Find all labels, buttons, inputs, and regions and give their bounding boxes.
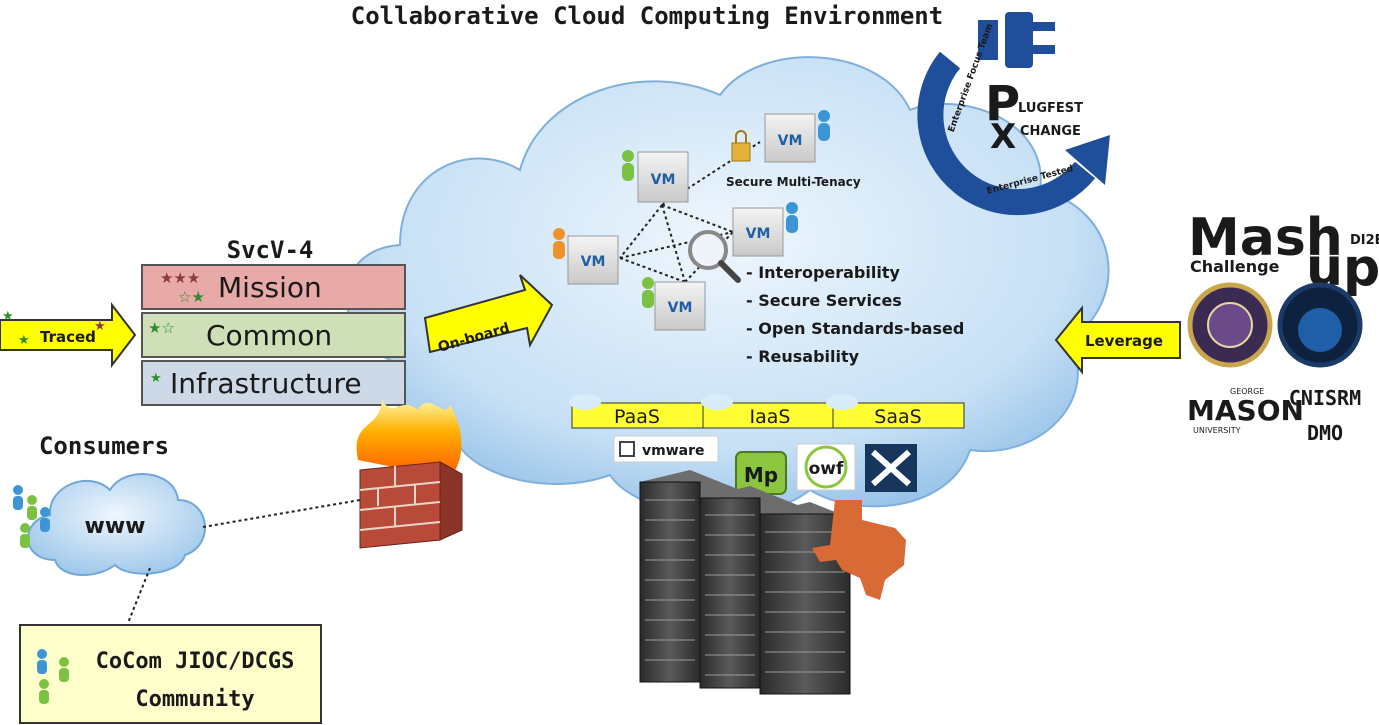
dcgs-seal-icon bbox=[1187, 282, 1273, 368]
feature-item: - Open Standards-based bbox=[746, 319, 964, 338]
magnifier-icon bbox=[688, 230, 741, 283]
vm-node: VM bbox=[622, 150, 689, 203]
svg-text:VM: VM bbox=[746, 226, 771, 242]
svg-text:vmware: vmware bbox=[642, 443, 705, 459]
svg-text:VM: VM bbox=[581, 254, 606, 270]
plugfest-line2: CHANGE bbox=[1020, 124, 1081, 139]
svg-text:UNIVERSITY: UNIVERSITY bbox=[1193, 426, 1241, 435]
svg-text:★: ★ bbox=[94, 319, 106, 334]
svg-text:Leverage: Leverage bbox=[1085, 332, 1163, 350]
svcv4-layers: Mission Common Infrastructure ★★★ ☆★ ★☆ … bbox=[141, 264, 406, 406]
dmo-label: DMO bbox=[1307, 421, 1343, 445]
www-cloud: www bbox=[27, 473, 206, 577]
svg-text:VM: VM bbox=[668, 300, 693, 316]
iaas-label: IaaS bbox=[750, 406, 791, 428]
svcv4-heading: SvcV-4 bbox=[227, 236, 314, 264]
diagram-title: Collaborative Cloud Computing Environmen… bbox=[351, 2, 943, 30]
mashup-challenge-logo: Mash up Challenge DI2E bbox=[1188, 208, 1379, 298]
user-group-icon bbox=[37, 649, 69, 704]
svg-text:★: ★ bbox=[18, 333, 30, 348]
svg-text:Traced: Traced bbox=[40, 328, 96, 346]
plugfest-line1: LUGFEST bbox=[1018, 101, 1083, 116]
star-icons: ☆★ bbox=[178, 288, 205, 306]
star-icons: ★ bbox=[150, 371, 162, 386]
paas-label: PaaS bbox=[614, 406, 660, 428]
svg-text:DI2E: DI2E bbox=[1350, 233, 1379, 248]
svg-text:owf: owf bbox=[809, 459, 844, 479]
main-cloud bbox=[345, 56, 1110, 517]
vm-node: VM bbox=[764, 110, 830, 163]
www-label: www bbox=[85, 514, 146, 539]
firewall-icon bbox=[356, 400, 463, 549]
traced-arrow: Traced ★ ★ ★ bbox=[0, 302, 137, 368]
svg-text:X: X bbox=[990, 117, 1016, 157]
connector-line bbox=[127, 567, 151, 624]
svg-text:Mp: Mp bbox=[744, 463, 778, 487]
svg-text:Challenge: Challenge bbox=[1190, 257, 1280, 276]
common-layer bbox=[141, 312, 406, 358]
svg-text:VM: VM bbox=[778, 133, 803, 149]
cnisrm-label: CNISRM bbox=[1289, 386, 1361, 410]
vm-node: VM bbox=[642, 277, 706, 331]
saas-label: SaaS bbox=[874, 406, 921, 428]
nga-seal-icon bbox=[1277, 282, 1363, 368]
gmu-logo: GEORGE MASON UNIVERSITY bbox=[1187, 387, 1304, 435]
svg-text:GEORGE: GEORGE bbox=[1230, 387, 1264, 396]
feature-item: - Reusability bbox=[746, 347, 860, 366]
feature-list: - Interoperability - Secure Services - O… bbox=[746, 263, 964, 366]
infrastructure-label: Infrastructure bbox=[170, 367, 362, 400]
feature-item: - Secure Services bbox=[746, 291, 902, 310]
server-racks bbox=[639, 470, 860, 695]
star-icons: ★★★ bbox=[160, 269, 200, 287]
service-bars: PaaS IaaS SaaS bbox=[569, 394, 965, 429]
user-group-icon bbox=[13, 485, 50, 548]
svg-text:Mash: Mash bbox=[1188, 208, 1343, 268]
mission-layer bbox=[141, 264, 406, 310]
svg-text:VM: VM bbox=[651, 172, 676, 188]
leverage-arrow: Leverage bbox=[1054, 305, 1181, 375]
community-line1: CoCom JIOC/DCGS bbox=[96, 649, 295, 674]
owf-logo: owf bbox=[796, 443, 856, 491]
community-box: CoCom JIOC/DCGS Community bbox=[19, 624, 322, 724]
consumers-heading: Consumers bbox=[39, 432, 169, 460]
lock-icon bbox=[731, 130, 751, 162]
vm-node: VM bbox=[732, 202, 798, 257]
secure-multi-tenancy-label: Secure Multi-Tenacy bbox=[726, 175, 861, 189]
x-logo bbox=[865, 444, 917, 492]
infrastructure-layer bbox=[141, 360, 406, 406]
vmware-logo: vmware bbox=[613, 435, 719, 463]
community-line2: Community bbox=[135, 687, 254, 712]
star-icons: ★☆ bbox=[148, 319, 175, 337]
svg-text:P: P bbox=[985, 76, 1020, 132]
texas-map-icon bbox=[812, 500, 906, 600]
mission-label: Mission bbox=[218, 271, 322, 304]
svg-text:MASON: MASON bbox=[1187, 394, 1304, 427]
connector-line bbox=[202, 499, 361, 528]
vm-node: VM bbox=[553, 228, 619, 285]
svg-text:★: ★ bbox=[2, 309, 14, 324]
common-label: Common bbox=[206, 319, 332, 352]
feature-item: - Interoperability bbox=[746, 263, 900, 282]
